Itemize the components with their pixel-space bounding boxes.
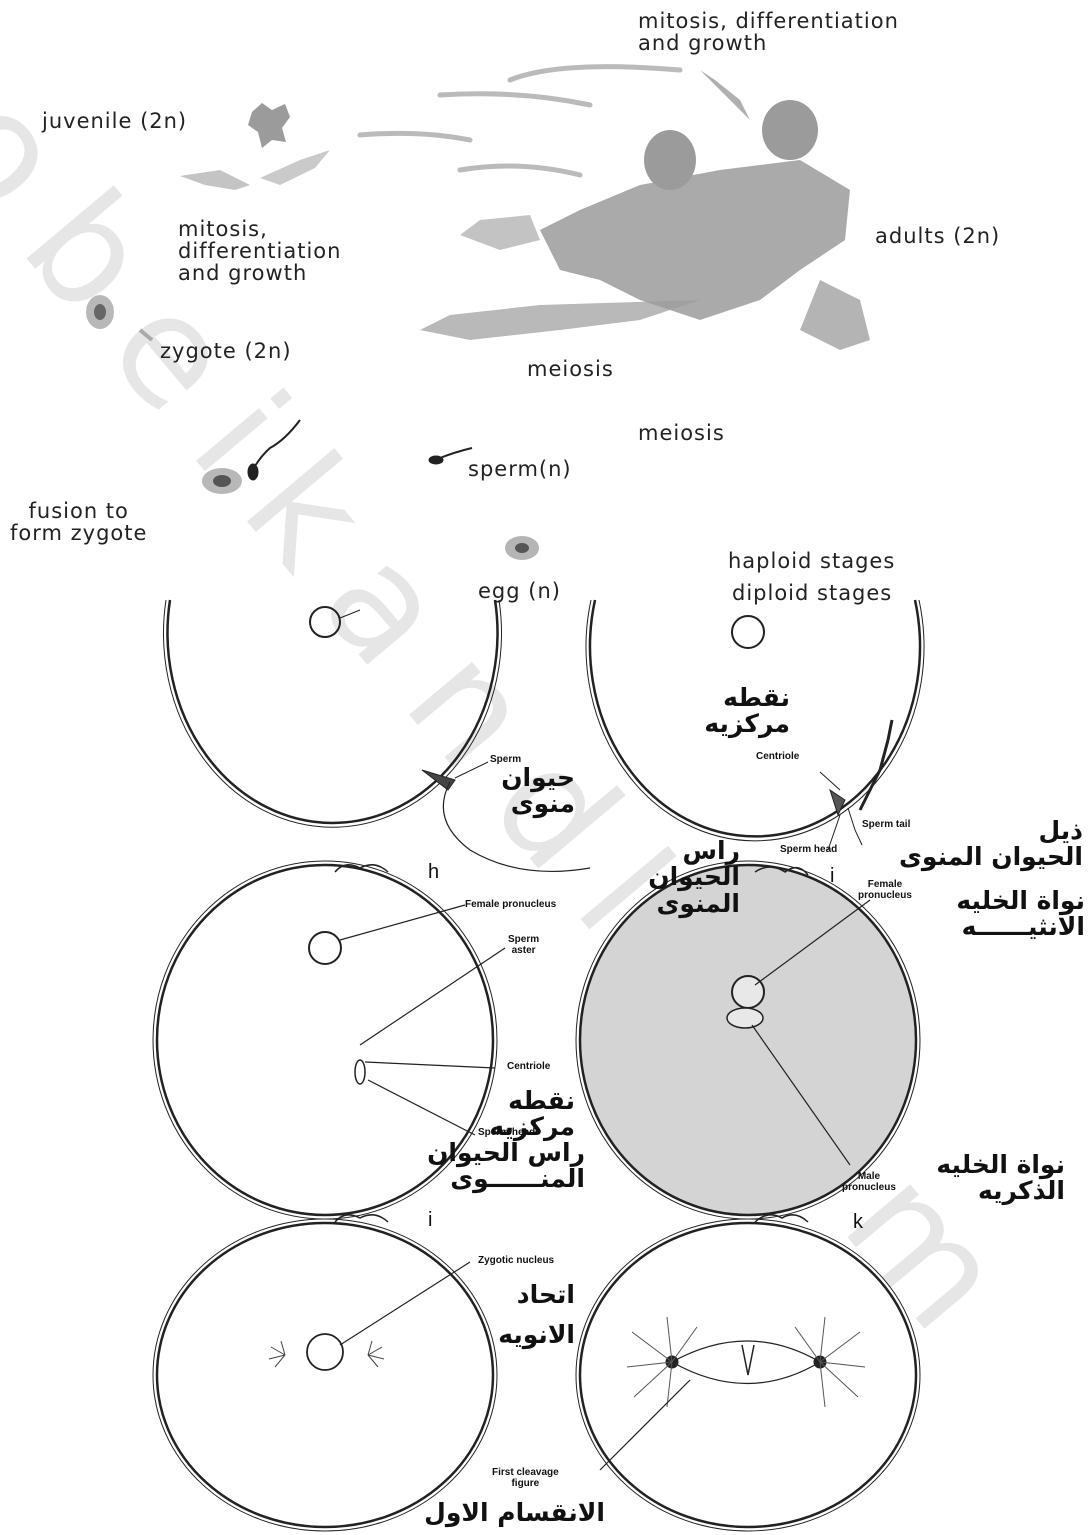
k-female-pronucleus-label: Female pronucleus bbox=[858, 880, 912, 901]
panel-h-letter: h bbox=[428, 862, 439, 883]
l-arabic-union: اتحاد الانويه bbox=[455, 1275, 575, 1355]
haploid-stages-label: haploid stages bbox=[728, 550, 895, 572]
juvenile-label: juvenile (2n) bbox=[42, 110, 187, 132]
panel-l-cell bbox=[153, 1215, 497, 1531]
adults-label: adults (2n) bbox=[875, 225, 1000, 247]
i-arabic-female-nucleus: نواة الخليه الانثيــــــه bbox=[930, 888, 1085, 941]
j-arabic-sperm-head: راس الحيوان المنــــــوى bbox=[425, 1140, 585, 1193]
panel-i-top-letter: i bbox=[830, 866, 834, 887]
mitosis-top-label: mitosis, differentiation and growth bbox=[638, 10, 899, 54]
j-female-pronucleus-label: Female pronucleus bbox=[465, 900, 556, 911]
zygote-label: zygote (2n) bbox=[160, 340, 292, 362]
life-cycle-arrows bbox=[360, 67, 680, 175]
mitosis-left-label: mitosis, differentiation and growth bbox=[178, 218, 341, 284]
h-arabic-sperm: حيوان منوى bbox=[465, 765, 575, 818]
i-centriole-label: Centriole bbox=[756, 752, 799, 763]
panel-m-cell bbox=[576, 1215, 920, 1531]
juvenile-figure bbox=[180, 103, 330, 190]
j-sperm-aster-label: Sperm aster bbox=[508, 935, 539, 956]
i-arabic-centriole: نقطه مركزيه bbox=[630, 685, 790, 738]
j-sperm-head-label: Sperm head bbox=[478, 1128, 535, 1139]
egg-cell bbox=[505, 536, 539, 560]
diploid-stages-label: diploid stages bbox=[732, 582, 892, 604]
sperm-cell bbox=[248, 420, 472, 480]
panel-k-letter: k bbox=[853, 1212, 863, 1233]
fusion-label: fusion to form zygote bbox=[10, 500, 147, 544]
k-male-pronucleus-label: Male pronucleus bbox=[842, 1172, 896, 1193]
meiosis-label-1: meiosis bbox=[527, 358, 614, 380]
m-first-cleavage-label: First cleavage figure bbox=[492, 1468, 559, 1489]
h-arabic-sperm-head: راس الحيوان المنوى bbox=[590, 838, 740, 917]
egg-label: egg (n) bbox=[478, 580, 561, 602]
zygote-cell bbox=[86, 295, 152, 340]
fusion-egg bbox=[202, 468, 242, 494]
meiosis-label-2: meiosis bbox=[638, 422, 725, 444]
i-arabic-tail: ذيل الحيوان المنوى bbox=[888, 818, 1083, 871]
panel-h-cell bbox=[164, 600, 591, 871]
k-arabic-male-nucleus: نواة الخليه الذكريه bbox=[925, 1152, 1065, 1205]
j-centriole-label: Centriole bbox=[507, 1062, 550, 1073]
i-sperm-head-label: Sperm head bbox=[780, 845, 837, 856]
panel-j-letter: i bbox=[428, 1210, 432, 1231]
l-zygotic-nucleus-label: Zygotic nucleus bbox=[478, 1256, 554, 1267]
m-arabic-first-division: الانقسام الاول bbox=[415, 1500, 605, 1526]
sperm-label: sperm(n) bbox=[468, 458, 572, 480]
adults-figure bbox=[420, 70, 870, 350]
